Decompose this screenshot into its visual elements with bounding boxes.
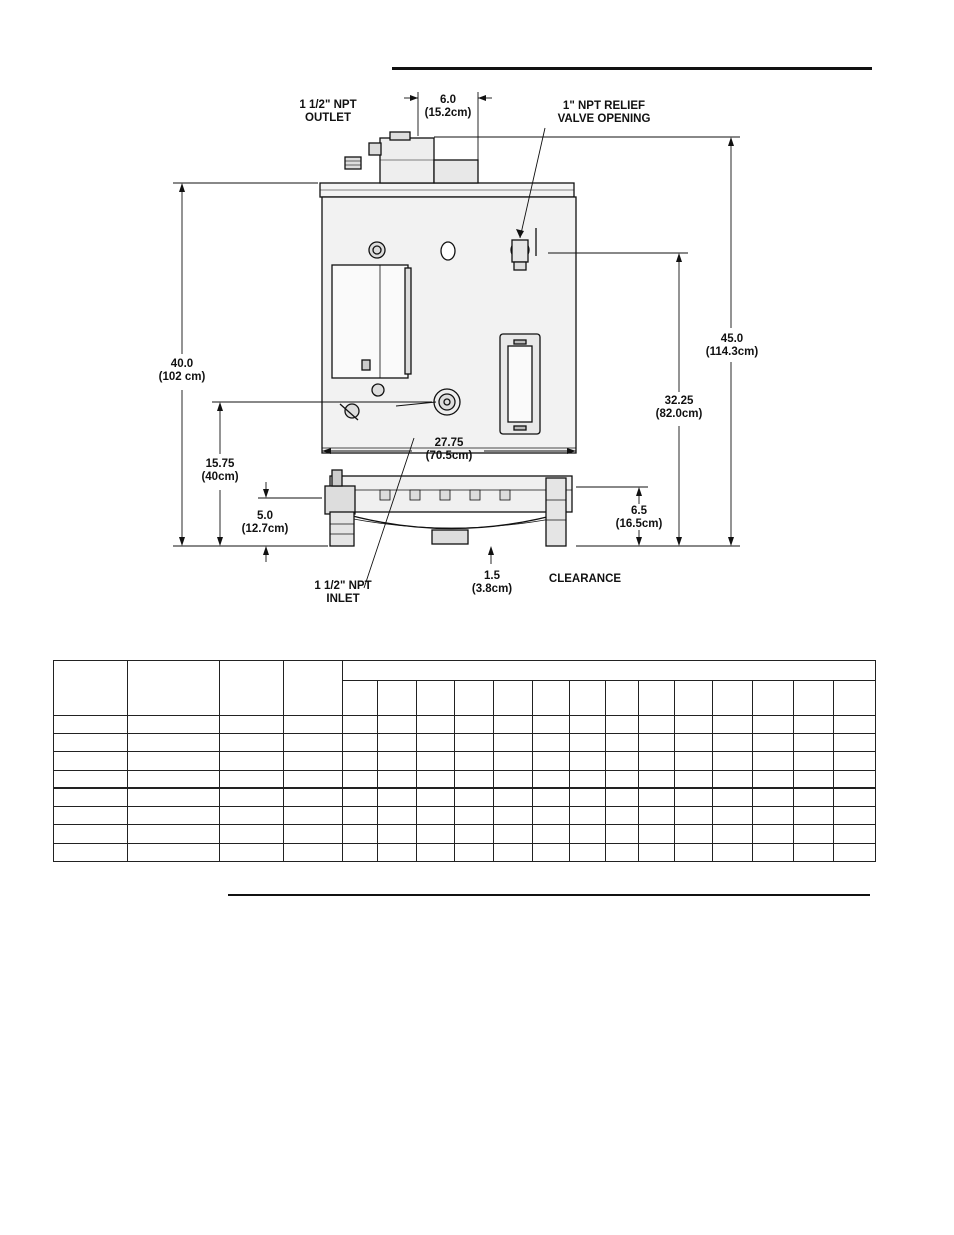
table-row bbox=[53, 769, 877, 790]
table-header-cell bbox=[127, 660, 220, 716]
leg-right bbox=[545, 477, 567, 547]
burner-tray bbox=[329, 475, 573, 513]
table-row bbox=[53, 733, 877, 753]
table-header-cell bbox=[283, 660, 343, 716]
bottom-rule bbox=[228, 894, 870, 896]
table-row bbox=[53, 751, 877, 771]
table-row bbox=[53, 787, 877, 808]
table-header-row bbox=[53, 659, 877, 716]
table-subheader-row bbox=[54, 680, 877, 716]
label-width: 27.75(70.5cm) bbox=[425, 437, 473, 462]
label-clearance: CLEARANCE bbox=[548, 573, 622, 585]
leg-left bbox=[329, 511, 355, 547]
label-relief-height: 32.25(82.0cm) bbox=[655, 395, 703, 420]
label-top-offset: 6.0(15.2cm) bbox=[424, 94, 472, 119]
label-inlet-height: 15.75(40cm) bbox=[201, 458, 239, 483]
table-row bbox=[53, 824, 877, 844]
table-row bbox=[53, 806, 877, 826]
control-box bbox=[331, 264, 409, 379]
table-row bbox=[53, 714, 877, 735]
water-heater-dimension-drawing bbox=[173, 92, 740, 589]
blower-housing bbox=[379, 137, 435, 184]
label-leg-height: 6.5(16.5cm) bbox=[615, 505, 663, 530]
label-height-body: 40.0(102 cm) bbox=[158, 358, 206, 383]
table-group-header bbox=[341, 659, 877, 682]
table-header-cell bbox=[53, 660, 128, 716]
outlet-stub bbox=[344, 156, 362, 170]
specification-table bbox=[53, 659, 877, 863]
table-header-cell bbox=[219, 660, 284, 716]
gas-valve bbox=[324, 485, 356, 515]
label-height-total: 45.0(114.3cm) bbox=[705, 333, 759, 358]
label-gas-height: 5.0(12.7cm) bbox=[241, 510, 289, 535]
top-rule bbox=[392, 67, 872, 70]
label-clearance-value: 1.5(3.8cm) bbox=[471, 570, 513, 595]
table-row bbox=[53, 842, 877, 863]
